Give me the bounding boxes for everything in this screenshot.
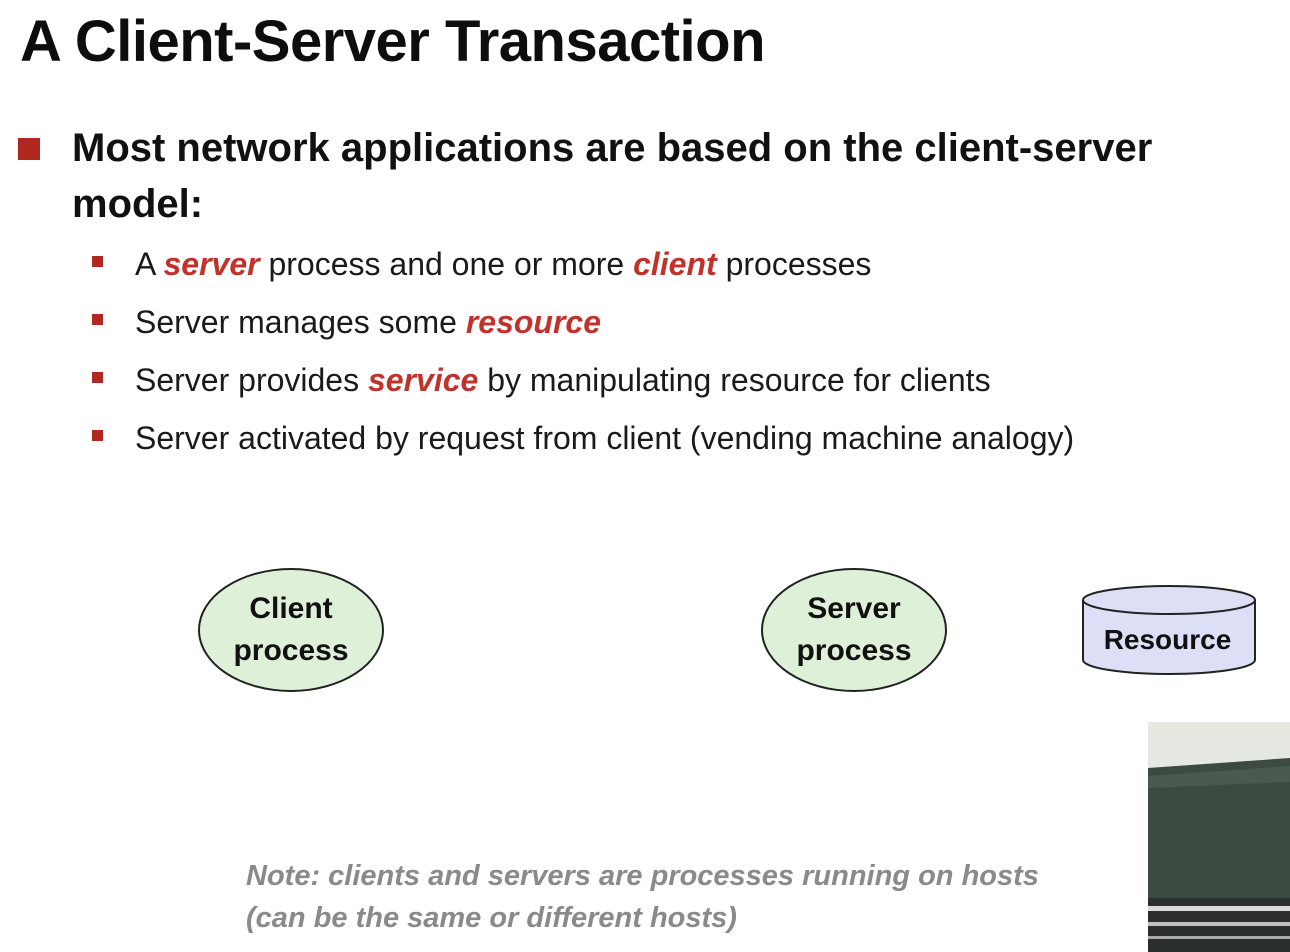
- client-process-oval: Client process: [198, 568, 384, 692]
- server-process-label-line1: Server: [807, 592, 901, 625]
- sub-bullet-marker: [92, 372, 103, 383]
- emphasis-resource: resource: [465, 304, 601, 340]
- note-text: Note: clients and servers are processes …: [246, 855, 1039, 939]
- emphasis-server: server: [163, 246, 260, 282]
- sub-bullet-text: A server process and one or more client …: [135, 246, 872, 282]
- sub-bullet-marker: [92, 314, 103, 325]
- sub-bullet-marker: [92, 256, 103, 267]
- note-line-2: (can be the same or different hosts): [246, 902, 737, 934]
- resource-label: Resource: [1103, 624, 1232, 655]
- webcam-overlay: [1148, 722, 1290, 952]
- webcam-video-image: [1148, 722, 1290, 952]
- sub-bullet-text: Server activated by request from client …: [135, 420, 1075, 456]
- emphasis-service: service: [367, 362, 479, 398]
- sub-bullet-text: Server manages some resource: [135, 304, 601, 340]
- server-process-label-line2: process: [796, 634, 912, 667]
- emphasis-client: client: [633, 246, 717, 282]
- main-bullet-marker: [18, 138, 40, 160]
- server-process-oval: Server process: [761, 568, 947, 692]
- client-process-label-line1: Client: [249, 592, 333, 625]
- main-bullet-text: Most network applications are based on t…: [72, 126, 1153, 226]
- note-line-1: Note: clients and servers are processes …: [246, 860, 1039, 892]
- resource-cylinder-shape: [1082, 585, 1256, 675]
- client-process-label-line2: process: [233, 634, 349, 667]
- sub-bullet-marker: [92, 430, 103, 441]
- sub-bullet-text: Server provides service by manipulating …: [135, 362, 991, 398]
- resource-cylinder: Resource: [1081, 584, 1257, 681]
- slide-title: A Client-Server Transaction: [20, 9, 766, 74]
